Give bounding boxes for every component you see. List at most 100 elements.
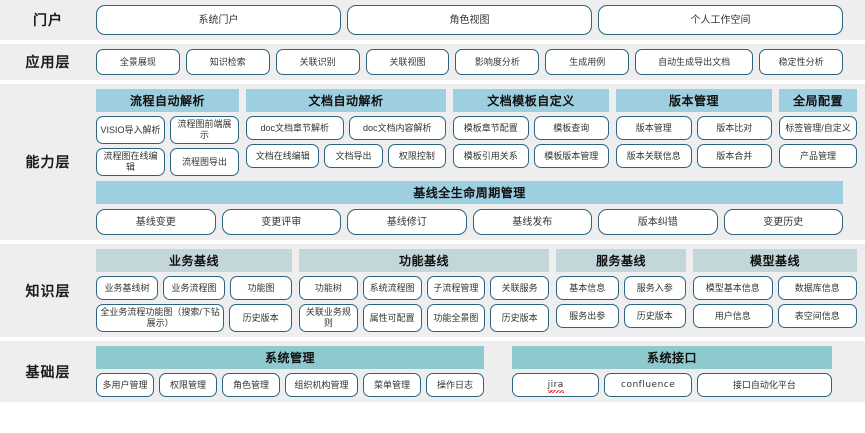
portal-item-role-view[interactable]: 角色视图 xyxy=(347,5,592,35)
lifecycle-items: 基线变更 变更评审 基线修订 基线发布 版本纠错 变更历史 xyxy=(96,209,843,235)
app-item-impact-analysis[interactable]: 影响度分析 xyxy=(455,49,540,75)
kl-item-system-flowchart[interactable]: 系统流程图 xyxy=(362,276,422,300)
capability-group-doc-parsing: 文档自动解析 doc文档章节解析 doc文档内容解析 文档在线编辑 文档导出 权… xyxy=(246,89,446,168)
cap-item-version-compare[interactable]: 版本比对 xyxy=(696,116,772,140)
cap-item-doc-online-edit[interactable]: 文档在线编辑 xyxy=(246,144,320,168)
app-item-generate-case[interactable]: 生成用例 xyxy=(545,49,630,75)
kl-item-subprocess-mgmt[interactable]: 子流程管理 xyxy=(426,276,486,300)
capability-group-version-mgmt: 版本管理 版本管理 版本比对 版本关联信息 版本合并 xyxy=(616,89,772,168)
base-item-confluence[interactable]: confluence xyxy=(604,373,692,397)
group-head-baseline-lifecycle: 基线全生命周期管理 xyxy=(96,181,843,204)
cap-item-version-management[interactable]: 版本管理 xyxy=(616,116,692,140)
kl-item-service-input-param[interactable]: 服务入参 xyxy=(623,276,686,300)
capability-group-doc-template: 文档模板自定义 模板章节配置 模板查询 模板引用关系 模板版本管理 xyxy=(453,89,609,168)
portal-item-system-portal[interactable]: 系统门户 xyxy=(96,5,341,35)
layer-row-portal: 门户 系统门户 角色视图 个人工作空间 xyxy=(0,0,865,40)
kl-item-model-basic-info[interactable]: 模型基本信息 xyxy=(693,276,773,300)
layer-label-portal: 门户 xyxy=(33,12,63,28)
knowledge-group-model-baseline: 模型基线 模型基本信息 数据库信息 用户信息 表空间信息 xyxy=(693,249,857,328)
lifecycle-item-baseline-revision[interactable]: 基线修订 xyxy=(347,209,467,235)
base-item-jira[interactable]: jira xyxy=(512,373,600,397)
knowledge-group-function-baseline: 功能基线 功能树 系统流程图 子流程管理 关联服务 关联业务规则 属性可配置 功… xyxy=(299,249,549,332)
app-item-stability-analysis[interactable]: 稳定性分析 xyxy=(759,49,844,75)
kl-item-service-output-param[interactable]: 服务出参 xyxy=(556,304,619,328)
base-item-multi-user-mgmt[interactable]: 多用户管理 xyxy=(96,373,154,397)
kl-item-full-business-flow-function-diagram[interactable]: 全业务流程功能图（搜索/下钻展示） xyxy=(96,304,225,332)
portal-item-personal-workspace[interactable]: 个人工作空间 xyxy=(598,5,843,35)
knowledge-groups: 业务基线 业务基线树 业务流程图 功能图 全业务流程功能图（搜索/下钻展示） 历… xyxy=(96,249,857,332)
kl-item-database-info[interactable]: 数据库信息 xyxy=(777,276,857,300)
group-head-system-interface: 系统接口 xyxy=(512,346,832,369)
kl-item-attribute-configurable[interactable]: 属性可配置 xyxy=(362,304,422,332)
cap-item-version-merge[interactable]: 版本合并 xyxy=(696,144,772,168)
cap-item-template-chapter-config[interactable]: 模板章节配置 xyxy=(453,116,529,140)
base-group-system-interface: 系统接口 jira confluence 接口自动化平台 xyxy=(512,346,832,397)
layer-row-application: 应用层 全景展现 知识检索 关联识别 关联视图 影响度分析 生成用例 自动生成导… xyxy=(0,44,865,80)
app-item-knowledge-search[interactable]: 知识检索 xyxy=(185,49,270,75)
app-item-auto-export-doc[interactable]: 自动生成导出文档 xyxy=(635,49,754,75)
kl-item-business-baseline-tree[interactable]: 业务基线树 xyxy=(96,276,158,300)
kl-item-business-flowchart[interactable]: 业务流程图 xyxy=(163,276,225,300)
base-group-system-management: 系统管理 多用户管理 权限管理 角色管理 组织机构管理 菜单管理 操作日志 xyxy=(96,346,484,397)
layer-label-base: 基础层 xyxy=(25,363,71,380)
group-head-version-mgmt: 版本管理 xyxy=(616,89,772,112)
kl-item-related-service[interactable]: 关联服务 xyxy=(490,276,549,300)
application-items: 全景展现 知识检索 关联识别 关联视图 影响度分析 生成用例 自动生成导出文档 … xyxy=(96,49,844,75)
kl-item-function-history-version[interactable]: 历史版本 xyxy=(490,304,549,332)
kl-item-service-basic-info[interactable]: 基本信息 xyxy=(556,276,619,300)
kl-item-function-tree[interactable]: 功能树 xyxy=(299,276,358,300)
kl-item-tablespace-info[interactable]: 表空间信息 xyxy=(777,304,857,328)
cap-item-version-relation-info[interactable]: 版本关联信息 xyxy=(616,144,692,168)
layer-row-base: 基础层 系统管理 多用户管理 权限管理 角色管理 组织机构管理 菜单管理 操作日… xyxy=(0,341,865,402)
cap-item-template-reference[interactable]: 模板引用关系 xyxy=(453,144,529,168)
lifecycle-item-baseline-change[interactable]: 基线变更 xyxy=(96,209,216,235)
capability-groups: 流程自动解析 VISIO导入解析 流程图前端展示 流程图在线编辑 流程图导出 文… xyxy=(96,89,857,176)
cap-item-doc-chapter-parse[interactable]: doc文档章节解析 xyxy=(246,116,344,140)
knowledge-group-service-baseline: 服务基线 基本信息 服务入参 服务出参 历史版本 xyxy=(556,249,686,328)
capability-lifecycle-block: 基线全生命周期管理 基线变更 变更评审 基线修订 基线发布 版本纠错 变更历史 xyxy=(96,181,843,235)
group-head-function-baseline: 功能基线 xyxy=(299,249,549,272)
lifecycle-item-change-history[interactable]: 变更历史 xyxy=(723,209,843,235)
cap-item-visio-import-parse[interactable]: VISIO导入解析 xyxy=(96,116,165,144)
capability-group-global-config: 全局配置 标签管理/自定义 产品管理 xyxy=(779,89,857,168)
app-item-panorama[interactable]: 全景展现 xyxy=(96,49,180,75)
base-item-permission-mgmt[interactable]: 权限管理 xyxy=(159,373,217,397)
group-head-doc-parsing: 文档自动解析 xyxy=(246,89,446,112)
group-head-model-baseline: 模型基线 xyxy=(693,249,857,272)
app-item-relation-recognition[interactable]: 关联识别 xyxy=(275,49,360,75)
cap-item-permission-control[interactable]: 权限控制 xyxy=(387,144,446,168)
group-head-global-config: 全局配置 xyxy=(779,89,857,112)
layer-label-capability: 能力层 xyxy=(25,154,71,170)
cap-item-template-version-mgmt[interactable]: 模板版本管理 xyxy=(533,144,609,168)
kl-item-related-business-rule[interactable]: 关联业务规则 xyxy=(299,304,358,332)
lifecycle-item-change-review[interactable]: 变更评审 xyxy=(221,209,341,235)
kl-item-function-panorama[interactable]: 功能全景图 xyxy=(426,304,486,332)
cap-item-flowchart-export[interactable]: 流程图导出 xyxy=(170,148,239,176)
base-item-org-structure-mgmt[interactable]: 组织机构管理 xyxy=(285,373,358,397)
kl-item-function-diagram[interactable]: 功能图 xyxy=(230,276,292,300)
lifecycle-item-version-correction[interactable]: 版本纠错 xyxy=(598,209,718,235)
kl-item-user-info[interactable]: 用户信息 xyxy=(693,304,773,328)
group-head-doc-template: 文档模板自定义 xyxy=(453,89,609,112)
base-item-interface-automation-platform[interactable]: 接口自动化平台 xyxy=(696,373,832,397)
cap-item-template-query[interactable]: 模板查询 xyxy=(533,116,609,140)
base-item-role-mgmt[interactable]: 角色管理 xyxy=(222,373,280,397)
base-item-menu-mgmt[interactable]: 菜单管理 xyxy=(363,373,421,397)
base-item-operation-log[interactable]: 操作日志 xyxy=(426,373,484,397)
cap-item-flowchart-frontend-display[interactable]: 流程图前端展示 xyxy=(170,116,239,144)
cap-item-doc-content-parse[interactable]: doc文档内容解析 xyxy=(348,116,446,140)
cap-item-doc-export[interactable]: 文档导出 xyxy=(324,144,383,168)
layer-row-capability: 能力层 流程自动解析 VISIO导入解析 流程图前端展示 流程图在线编辑 流程图… xyxy=(0,84,865,240)
kl-item-service-history-version[interactable]: 历史版本 xyxy=(623,304,686,328)
group-head-business-baseline: 业务基线 xyxy=(96,249,292,272)
app-item-relation-view[interactable]: 关联视图 xyxy=(365,49,450,75)
cap-item-tag-mgmt-custom[interactable]: 标签管理/自定义 xyxy=(779,116,857,140)
lifecycle-item-baseline-release[interactable]: 基线发布 xyxy=(472,209,592,235)
portal-items: 系统门户 角色视图 个人工作空间 xyxy=(96,5,843,35)
cap-item-flowchart-online-edit[interactable]: 流程图在线编辑 xyxy=(96,148,165,176)
kl-item-business-history-version[interactable]: 历史版本 xyxy=(229,304,292,332)
cap-item-product-mgmt[interactable]: 产品管理 xyxy=(779,144,857,168)
layer-row-knowledge: 知识层 业务基线 业务基线树 业务流程图 功能图 全业务流程功能图（搜索/下钻展… xyxy=(0,244,865,337)
layer-label-application: 应用层 xyxy=(25,54,71,70)
